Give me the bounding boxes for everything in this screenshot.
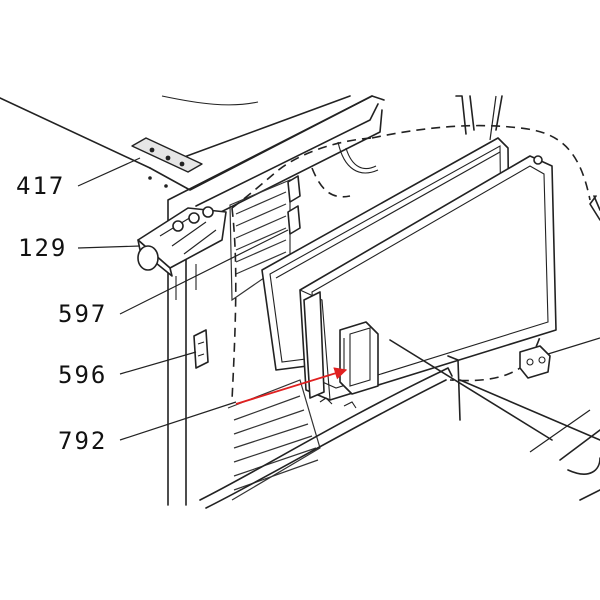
door-handle-792 (339, 321, 379, 395)
cabinet-right-side (389, 95, 600, 441)
hinge-bracket-417 (131, 137, 203, 188)
red-pointer-arrow (235, 367, 348, 405)
cabinet-side-wall (149, 95, 385, 506)
callout-596: 596 (58, 361, 107, 389)
door-side-bracket (303, 291, 325, 399)
callout-792: 792 (58, 427, 107, 455)
callout-417: 417 (16, 172, 65, 200)
small-bracket-right (519, 345, 551, 379)
lower-shelf (199, 367, 453, 509)
clip-597 (287, 175, 301, 235)
callout-597: 597 (58, 300, 107, 328)
control-housing-129 (137, 206, 227, 300)
leader-lines (77, 95, 600, 453)
liner-grid-lower (227, 379, 321, 501)
upper-air-duct (337, 141, 379, 174)
lower-right-rail (559, 429, 600, 501)
cabinet-top (0, 95, 383, 221)
clip-596 (193, 329, 209, 369)
callout-129: 129 (18, 234, 67, 262)
